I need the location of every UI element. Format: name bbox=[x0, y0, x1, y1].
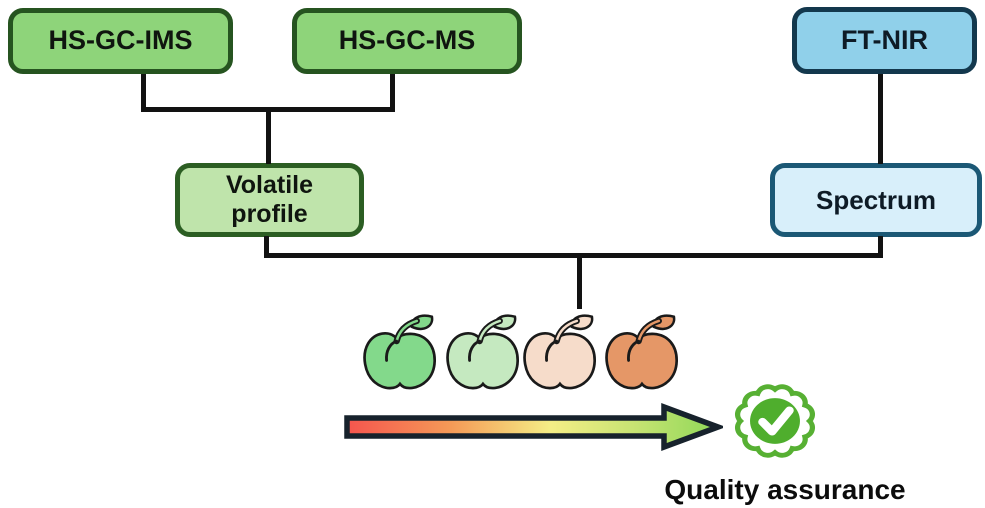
connector-merge-bar bbox=[264, 253, 883, 258]
node-ft-nir: FT-NIR bbox=[792, 7, 977, 74]
peach-body bbox=[446, 332, 519, 390]
node-hs-gc-ims: HS-GC-IMS bbox=[8, 8, 233, 74]
peach-icon-1 bbox=[363, 314, 436, 390]
peach-icon-3 bbox=[523, 314, 596, 390]
peach-icon-2 bbox=[446, 314, 519, 390]
peach-stem bbox=[395, 319, 419, 343]
peach-stem bbox=[637, 319, 661, 343]
connector-volatile-down bbox=[264, 236, 269, 258]
peach-crease bbox=[385, 339, 399, 362]
peach-crease bbox=[627, 339, 641, 362]
arrow-shape bbox=[344, 403, 723, 451]
node-spectrum-label: Spectrum bbox=[816, 184, 936, 215]
node-volatile-profile: Volatile profile bbox=[175, 163, 364, 237]
seal-inner-circle bbox=[750, 398, 800, 444]
node-volatile-profile-label: Volatile profile bbox=[225, 170, 314, 229]
quality-assurance-caption: Quality assurance bbox=[664, 474, 906, 505]
peach-crease bbox=[545, 339, 559, 362]
node-spectrum: Spectrum bbox=[770, 163, 982, 237]
peach-body bbox=[605, 332, 678, 390]
connector-ms-down bbox=[390, 74, 395, 110]
node-hs-gc-ims-label: HS-GC-IMS bbox=[48, 25, 193, 56]
peach-stem bbox=[478, 319, 502, 343]
node-hs-gc-ms: HS-GC-MS bbox=[292, 8, 522, 74]
connector-to-peaches bbox=[577, 257, 582, 309]
peach-body bbox=[363, 332, 436, 390]
ripeness-gradient-arrow-icon bbox=[344, 403, 723, 451]
peach-body bbox=[523, 332, 596, 390]
connector-spectrum-down bbox=[878, 236, 883, 258]
peach-stem bbox=[555, 319, 579, 343]
connector-ims-ms-join bbox=[141, 107, 395, 112]
node-ft-nir-label: FT-NIR bbox=[841, 24, 928, 55]
node-hs-gc-ms-label: HS-GC-MS bbox=[338, 25, 476, 56]
connector-to-volatile bbox=[266, 110, 271, 164]
quality-seal-icon bbox=[734, 384, 816, 458]
checkmark-icon bbox=[758, 406, 794, 436]
connector-ims-down bbox=[141, 74, 146, 110]
connector-ftnir-to-spectrum bbox=[878, 74, 883, 164]
peach-crease bbox=[468, 339, 482, 362]
peach-icon-4 bbox=[605, 314, 678, 390]
